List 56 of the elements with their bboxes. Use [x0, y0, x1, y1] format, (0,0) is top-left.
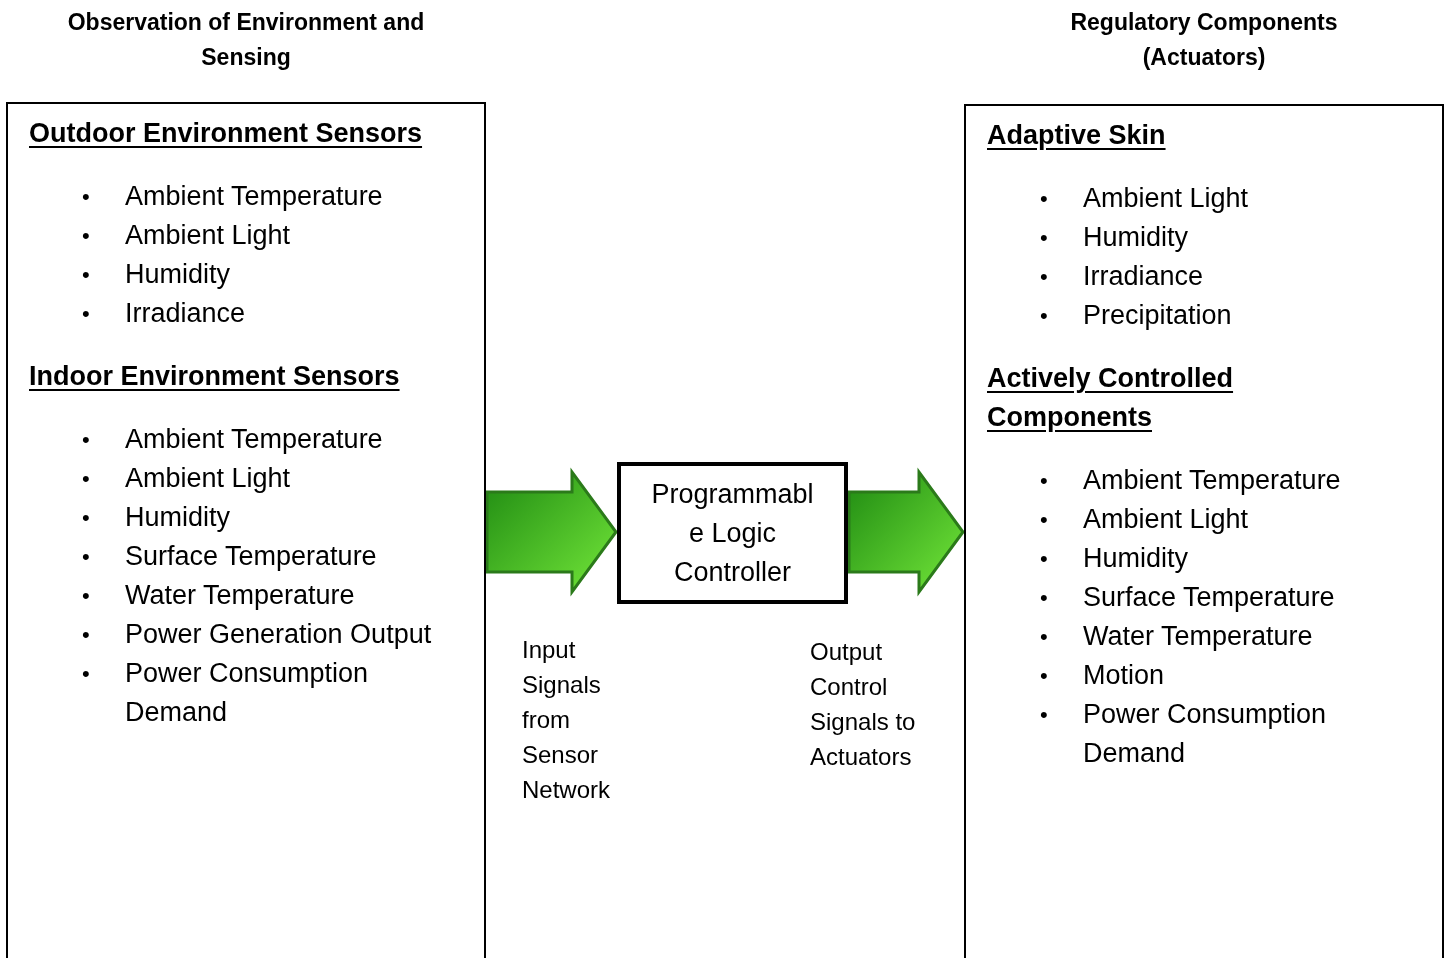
- block-arrow: [485, 467, 618, 597]
- column-heading: Regulatory Components (Actuators): [1069, 8, 1339, 72]
- bullet: •: [1040, 701, 1049, 729]
- list-item: Surface Temperature: [1083, 581, 1335, 614]
- bullet: •: [1040, 545, 1049, 573]
- list-item: Surface Temperature: [125, 540, 377, 573]
- list-item: Humidity: [1083, 542, 1189, 575]
- bullet: •: [1040, 662, 1049, 690]
- bullet: •: [1040, 224, 1049, 252]
- list-item: Humidity: [125, 258, 231, 291]
- list-item: Motion: [1083, 659, 1165, 692]
- list-item: Ambient Temperature: [1083, 464, 1341, 497]
- list-item: Ambient Temperature: [125, 423, 383, 456]
- bullet: •: [82, 582, 91, 610]
- bullet: •: [82, 261, 91, 289]
- bullet: •: [82, 183, 91, 211]
- list-item: Precipitation: [1083, 299, 1232, 332]
- bullet: •: [82, 543, 91, 571]
- list-item: Humidity: [1083, 221, 1189, 254]
- bullet: •: [82, 222, 91, 250]
- controller-box: [617, 462, 848, 604]
- bullet: •: [82, 504, 91, 532]
- bullet: •: [1040, 263, 1049, 291]
- bullet: •: [1040, 584, 1049, 612]
- bullet: •: [1040, 302, 1049, 330]
- section-title: Indoor Environment Sensors: [29, 360, 401, 393]
- bullet: •: [82, 660, 91, 688]
- edge-label: Output Control Signals to Actuators: [810, 637, 917, 772]
- section-title: Adaptive Skin: [987, 119, 1167, 152]
- list-item: Ambient Light: [125, 219, 291, 252]
- list-item: Power Generation Output: [125, 618, 432, 651]
- edge-label: Input Signals from Sensor Network: [522, 635, 612, 805]
- list-item: Ambient Light: [1083, 182, 1249, 215]
- list-item: Irradiance: [1083, 260, 1204, 293]
- list-item: Power Consumption Demand: [125, 657, 370, 729]
- controller-label: Programmabl e Logic Controller: [650, 477, 815, 589]
- block-arrow: [847, 467, 965, 597]
- list-item: Irradiance: [125, 297, 246, 330]
- list-item: Water Temperature: [1083, 620, 1313, 653]
- bullet: •: [82, 621, 91, 649]
- bullet: •: [1040, 506, 1049, 534]
- bullet: •: [1040, 623, 1049, 651]
- bullet: •: [82, 300, 91, 328]
- section-title: Outdoor Environment Sensors: [29, 117, 424, 150]
- section-title: Actively Controlled Components: [987, 362, 1235, 434]
- bullet: •: [82, 426, 91, 454]
- list-item: Ambient Temperature: [125, 180, 383, 213]
- column-heading: Observation of Environment and Sensing: [66, 8, 426, 72]
- bullet: •: [82, 465, 91, 493]
- bullet: •: [1040, 185, 1049, 213]
- list-item: Ambient Light: [1083, 503, 1249, 536]
- list-item: Power Consumption Demand: [1083, 698, 1328, 770]
- list-item: Water Temperature: [125, 579, 355, 612]
- list-item: Ambient Light: [125, 462, 291, 495]
- bullet: •: [1040, 467, 1049, 495]
- list-item: Humidity: [125, 501, 231, 534]
